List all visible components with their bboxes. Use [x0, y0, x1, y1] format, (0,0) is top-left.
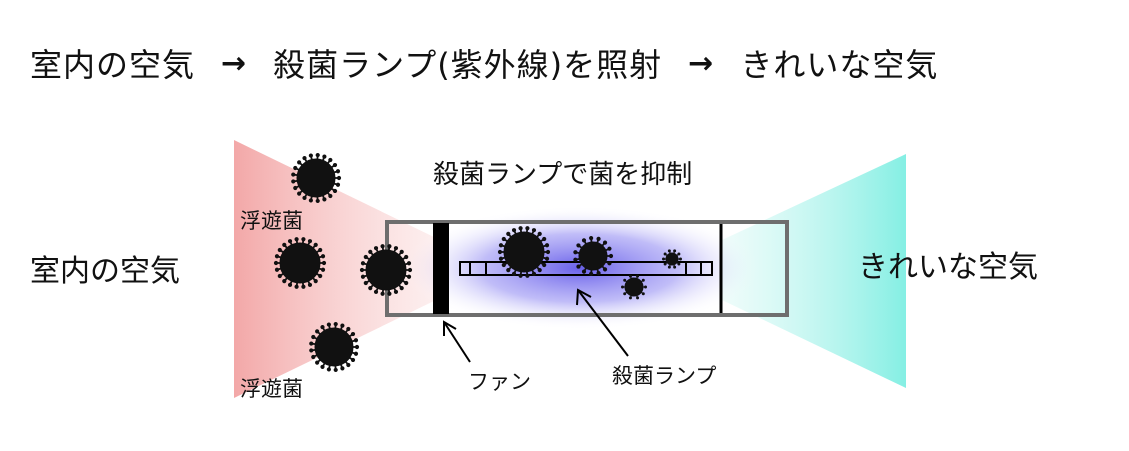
germ-particle [573, 235, 614, 277]
floating-germ-label-top: 浮遊菌 [240, 209, 303, 233]
germ-particle [273, 237, 327, 289]
process-flow: 室内の空気 → 殺菌ランプ(紫外線)を照射 → きれいな空気 [30, 38, 938, 88]
flow-arrow-1: → [221, 45, 248, 81]
fan-label: ファン [468, 370, 531, 394]
flow-arrow-2: → [688, 45, 715, 81]
floating-germ-label-bottom: 浮遊菌 [240, 377, 303, 401]
germ-particle [662, 249, 682, 269]
flow-step-uv-lamp: 殺菌ランプ(紫外線)を照射 [273, 46, 663, 84]
germ-particle [309, 321, 360, 373]
uv-glow [400, 206, 760, 330]
inflow-air-region [234, 140, 436, 398]
lamp-pointer-arrow [576, 288, 629, 357]
germ-particle [359, 244, 413, 296]
germ-particle [291, 152, 342, 204]
clean-air-label: きれいな空気 [858, 250, 1038, 285]
flow-step-clean-air: きれいな空気 [740, 46, 939, 84]
fan [433, 223, 449, 314]
box-caption: 殺菌ランプで菌を抑制 [433, 160, 693, 190]
fan-pointer-arrow [443, 320, 471, 363]
indoor-air-label: 室内の空気 [30, 254, 180, 289]
germ-particle [497, 226, 551, 278]
outflow-air-region [722, 154, 906, 388]
flow-step-indoor-air: 室内の空気 [30, 46, 196, 84]
germ-particle [621, 274, 647, 300]
lamp-label: 殺菌ランプ [612, 364, 717, 388]
